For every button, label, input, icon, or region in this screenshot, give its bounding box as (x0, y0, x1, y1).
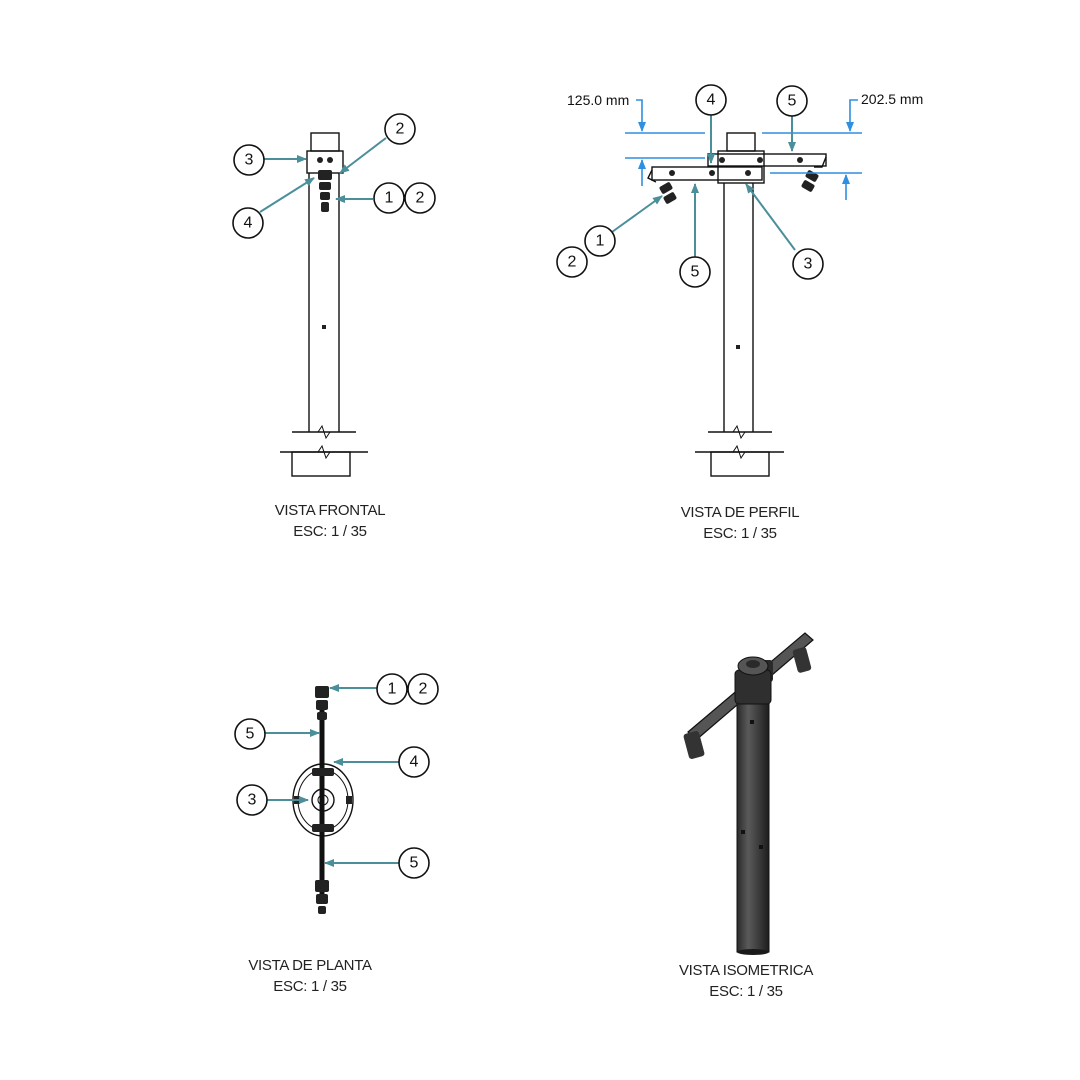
dimension-202-label: 202.5 mm (861, 91, 923, 107)
dimension-202: 202.5 mm (762, 91, 923, 200)
dimension-125: 125.0 mm (567, 92, 705, 186)
caption-frontal-scale: ESC: 1 / 35 (293, 523, 367, 540)
svg-text:5: 5 (788, 93, 797, 110)
svg-text:5: 5 (691, 264, 700, 281)
frontal-insulators (317, 157, 333, 212)
dimension-125-label: 125.0 mm (567, 92, 629, 108)
caption-frontal-title: VISTA FRONTAL (274, 502, 386, 519)
svg-text:3: 3 (245, 152, 254, 169)
svg-text:1: 1 (388, 681, 397, 698)
bubble-perfil-5b: 5 (679, 256, 711, 288)
bubble-planta-5b: 5 (398, 847, 430, 879)
svg-text:1: 1 (385, 190, 394, 207)
view-perfil: 125.0 mm 202.5 mm 4 5 1 2 5 3 (556, 84, 923, 477)
bubble-perfil-1: 1 (584, 225, 616, 257)
caption-perfil-title: VISTA DE PERFIL (680, 504, 800, 521)
bubble-perfil-2: 2 (556, 246, 588, 278)
bubble-planta-1: 1 (376, 673, 408, 705)
view-frontal: 3 2 4 1 2 (232, 113, 436, 477)
view-isometrica (683, 632, 814, 955)
svg-text:4: 4 (244, 215, 253, 232)
bubble-perfil-4: 4 (695, 84, 727, 116)
svg-text:2: 2 (396, 121, 405, 138)
caption-isometrica-scale: ESC: 1 / 35 (709, 983, 783, 1000)
isometric-pole (734, 656, 772, 955)
bubble-planta-5a: 5 (234, 718, 266, 750)
caption-isometrica-title: VISTA ISOMETRICA (678, 962, 814, 979)
svg-text:5: 5 (246, 726, 255, 743)
caption-planta: VISTA DE PLANTA ESC: 1 / 35 (190, 955, 430, 997)
svg-text:3: 3 (804, 256, 813, 273)
perfil-insulators (659, 170, 819, 204)
svg-text:2: 2 (416, 190, 425, 207)
leader-perfil-3 (745, 183, 796, 251)
bubble-planta-2: 2 (407, 673, 439, 705)
caption-planta-title: VISTA DE PLANTA (248, 957, 372, 974)
perfil-crossarms (647, 153, 827, 183)
view-planta: 1 2 5 4 3 5 (234, 673, 439, 914)
bubble-planta-4: 4 (398, 746, 430, 778)
bubble-frontal-1: 1 (373, 182, 405, 214)
bubble-perfil-3: 3 (792, 248, 824, 280)
caption-perfil: VISTA DE PERFIL ESC: 1 / 35 (620, 502, 860, 544)
bubble-frontal-3: 3 (233, 144, 265, 176)
bubble-frontal-4: 4 (232, 207, 264, 239)
caption-frontal: VISTA FRONTAL ESC: 1 / 35 (210, 500, 450, 542)
svg-text:4: 4 (707, 92, 716, 109)
bubble-frontal-2b: 2 (404, 182, 436, 214)
svg-text:3: 3 (248, 792, 257, 809)
caption-isometrica: VISTA ISOMETRICA ESC: 1 / 35 (626, 960, 866, 1002)
bubble-frontal-2: 2 (384, 113, 416, 145)
leader-frontal-2a (339, 137, 387, 174)
bubble-perfil-5a: 5 (776, 85, 808, 117)
caption-planta-scale: ESC: 1 / 35 (273, 978, 347, 995)
leader-frontal-4 (259, 177, 315, 213)
caption-perfil-scale: ESC: 1 / 35 (703, 525, 777, 542)
svg-text:4: 4 (410, 754, 419, 771)
svg-text:2: 2 (568, 254, 577, 271)
leader-perfil-12 (611, 195, 663, 233)
svg-text:5: 5 (410, 855, 419, 872)
bubble-planta-3: 3 (236, 784, 268, 816)
frontal-pole (280, 132, 368, 477)
perfil-pole (695, 132, 784, 477)
svg-text:1: 1 (596, 233, 605, 250)
svg-text:2: 2 (419, 681, 428, 698)
